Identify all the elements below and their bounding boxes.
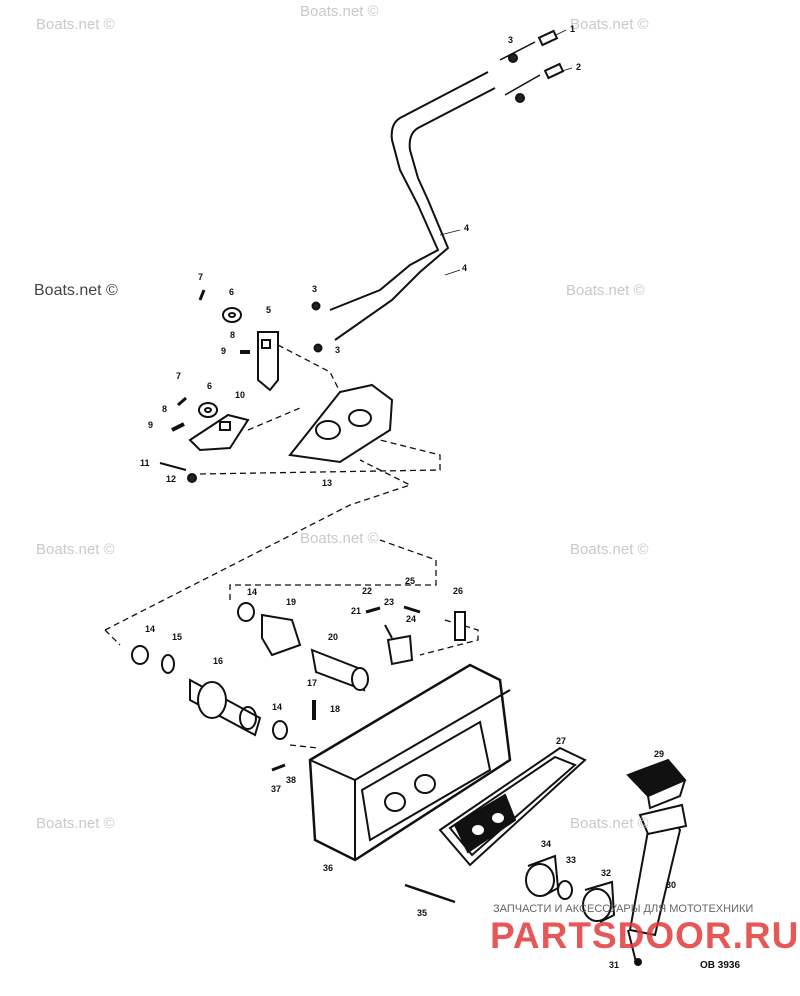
callout-8: 8 bbox=[162, 404, 168, 414]
watermark: Boats.net © bbox=[566, 282, 645, 299]
callout-16: 16 bbox=[213, 656, 224, 666]
callout-9: 9 bbox=[221, 346, 227, 356]
callout-25: 25 bbox=[405, 576, 416, 586]
handle-lever-30 bbox=[627, 803, 688, 963]
callout-10: 10 bbox=[235, 390, 246, 400]
callout-38: 38 bbox=[286, 775, 297, 785]
callout-14: 14 bbox=[145, 624, 156, 634]
shift-shaft-16 bbox=[189, 678, 262, 737]
callout-3: 3 bbox=[335, 345, 341, 355]
callout-4: 4 bbox=[464, 223, 470, 233]
control-box-36 bbox=[308, 663, 512, 862]
hub-19 bbox=[261, 613, 302, 657]
callout-8: 8 bbox=[230, 330, 236, 340]
handle-grip-29 bbox=[626, 758, 687, 810]
callout-34: 34 bbox=[541, 839, 552, 849]
callout-14: 14 bbox=[247, 587, 258, 597]
housing-plate-13 bbox=[288, 383, 394, 464]
watermark: Boats.net © bbox=[570, 541, 649, 558]
callout-7: 7 bbox=[176, 371, 182, 381]
callout-24: 24 bbox=[406, 614, 417, 624]
gasket-27 bbox=[438, 746, 587, 867]
watermark: Boats.net © bbox=[300, 3, 379, 20]
bracket-5 bbox=[257, 331, 279, 392]
ring-33 bbox=[557, 880, 573, 900]
callout-9: 9 bbox=[148, 420, 154, 430]
screw-31 bbox=[634, 958, 642, 966]
callout-7: 7 bbox=[198, 272, 204, 282]
callout-22: 22 bbox=[362, 586, 373, 596]
callout-30: 30 bbox=[666, 880, 677, 890]
callout-21: 21 bbox=[351, 606, 362, 616]
brand-tagline: ЗАПЧАСТИ И АКСЕССУАРЫ ДЛЯ МОТОТЕХНИКИ bbox=[493, 903, 754, 915]
callout-26: 26 bbox=[453, 586, 464, 596]
callout-3: 3 bbox=[312, 284, 318, 294]
callout-12: 12 bbox=[166, 474, 177, 484]
watermark: Boats.net © bbox=[34, 282, 118, 299]
callout-13: 13 bbox=[322, 478, 333, 488]
diagram-reference: OB 3936 bbox=[700, 960, 741, 971]
lower-hardware bbox=[131, 602, 466, 772]
callout-17: 17 bbox=[307, 678, 318, 688]
callout-19: 19 bbox=[286, 597, 297, 607]
watermark: Boats.net © bbox=[36, 815, 115, 832]
callout-3: 3 bbox=[508, 35, 514, 45]
callout-29: 29 bbox=[654, 749, 665, 759]
callout-14: 14 bbox=[272, 702, 283, 712]
bushing-34 bbox=[525, 854, 560, 897]
callout-32: 32 bbox=[601, 868, 612, 878]
callout-33: 33 bbox=[566, 855, 577, 865]
assembly-lines bbox=[104, 344, 479, 749]
bushing-32 bbox=[582, 880, 616, 923]
callout-36: 36 bbox=[323, 863, 334, 873]
callout-18: 18 bbox=[330, 704, 341, 714]
cable-nuts bbox=[311, 53, 525, 353]
callout-27: 27 bbox=[556, 736, 567, 746]
callout-11: 11 bbox=[140, 458, 150, 468]
control-cable-upper bbox=[329, 29, 565, 341]
callout-6: 6 bbox=[207, 381, 213, 391]
watermark: Boats.net © bbox=[570, 815, 649, 832]
callout-20: 20 bbox=[328, 632, 339, 642]
bracket-10 bbox=[188, 413, 250, 452]
leader-lines bbox=[439, 29, 573, 276]
callout-37: 37 bbox=[271, 784, 282, 794]
callout-6: 6 bbox=[229, 287, 235, 297]
callout-4: 4 bbox=[462, 263, 468, 273]
watermark: Boats.net © bbox=[36, 16, 115, 33]
bolt-35 bbox=[404, 883, 456, 904]
watermark: Boats.net © bbox=[300, 530, 379, 547]
callout-5: 5 bbox=[266, 305, 272, 315]
watermark: Boats.net © bbox=[36, 541, 115, 558]
callout-35: 35 bbox=[417, 908, 428, 918]
callout-31: 31 bbox=[609, 960, 620, 970]
brand-logo: PARTSDOOR.RU bbox=[490, 915, 800, 956]
callout-1: 1 bbox=[570, 24, 576, 34]
shaft-20 bbox=[310, 648, 369, 692]
watermark: Boats.net © bbox=[570, 16, 649, 33]
callout-2: 2 bbox=[576, 62, 582, 72]
callout-15: 15 bbox=[172, 632, 183, 642]
callout-23: 23 bbox=[384, 597, 395, 607]
upper-hardware bbox=[159, 289, 250, 483]
